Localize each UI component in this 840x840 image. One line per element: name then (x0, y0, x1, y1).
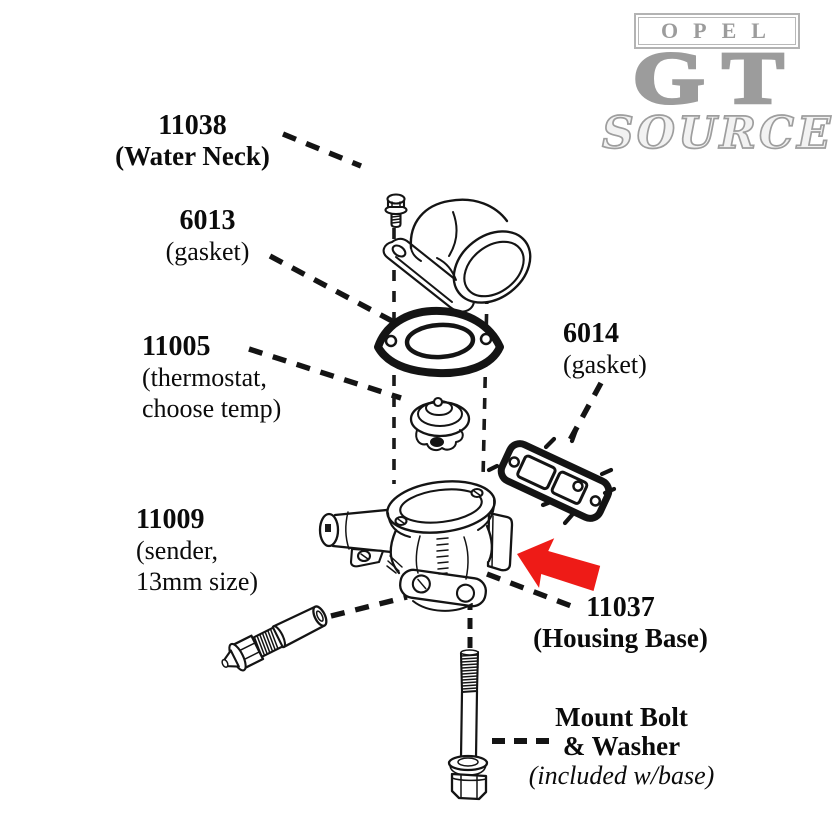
leader-sender (330, 594, 408, 619)
leader-gasket-6013 (268, 253, 396, 325)
part-number-6014: 6014 (563, 318, 619, 349)
part-desc-thermostat-1: (thermostat, (142, 363, 267, 392)
thermostat-drawing (409, 396, 471, 452)
opel-gt-source-logo: OPEL GT SOURCE (601, 13, 834, 159)
label-gasket-6014: 6014 (gasket) (563, 318, 683, 380)
part-desc-sender-2: 13mm size) (136, 567, 259, 596)
part-name-water-neck: (Water Neck) (115, 141, 270, 171)
mount-bolt-line2: & Washer (562, 731, 681, 761)
part-desc-thermostat-2: choose temp) (142, 394, 282, 423)
part-number-11037: 11037 (586, 592, 655, 623)
part-number-11038: 11038 (158, 110, 227, 141)
leader-thermostat (248, 346, 402, 401)
small-neck-bolt-drawing (384, 193, 408, 229)
label-housing-base: 11037 (Housing Base) (518, 592, 723, 654)
mount-bolt-line3: (included w/base) (528, 761, 715, 790)
part-desc-sender-1: (sender, (136, 536, 218, 565)
part-number-6013: 6013 (179, 205, 236, 236)
mount-bolt-drawing (447, 649, 489, 801)
label-thermostat: 11005 (thermostat, choose temp) (142, 331, 322, 424)
housing-base-drawing (318, 480, 514, 612)
gasket-6013-drawing (374, 306, 504, 378)
label-water-neck: 11038 (Water Neck) (105, 110, 280, 172)
water-neck-drawing (382, 198, 532, 313)
part-name-gasket-6013: (gasket) (165, 237, 250, 266)
source-logo-text: SOURCE (601, 108, 834, 159)
leader-water-neck (281, 131, 363, 169)
part-number-11005: 11005 (142, 331, 211, 362)
red-arrow-pointer (517, 538, 601, 591)
opel-logo-text: OPEL (638, 17, 796, 45)
gasket-6014-emphasis-marks (486, 427, 617, 526)
mount-bolt-line1: Mount Bolt (555, 702, 688, 732)
opel-badge-box: OPEL (634, 13, 800, 49)
label-gasket-6013: 6013 (gasket) (145, 205, 270, 267)
part-name-gasket-6014: (gasket) (563, 350, 647, 379)
part-number-11009: 11009 (136, 504, 205, 535)
temperature-sender-drawing (221, 605, 328, 672)
part-name-housing-base: (Housing Base) (533, 623, 708, 653)
label-sender: 11009 (sender, 13mm size) (136, 504, 316, 597)
label-mount-bolt: Mount Bolt & Washer (included w/base) (514, 702, 729, 791)
leader-housing-base (486, 571, 580, 612)
gasket-6014-drawing (497, 440, 613, 522)
gt-logo-text: GT (631, 38, 802, 120)
